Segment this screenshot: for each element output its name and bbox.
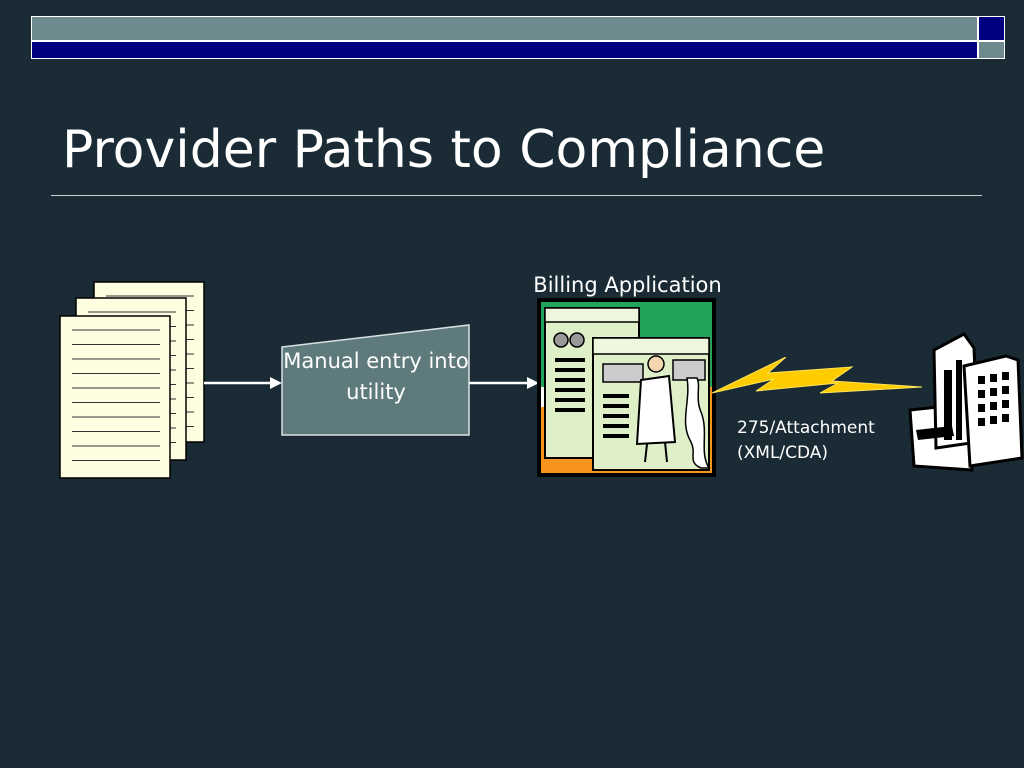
document-stack-icon [59, 281, 205, 479]
attachment-line-1: 275/Attachment [737, 418, 875, 438]
lightning-bolt-icon [712, 357, 922, 394]
header-decoration-bar [31, 16, 1005, 59]
manual-entry-label: Manual entry into utility [283, 349, 469, 404]
arrow-right-icon [204, 377, 282, 389]
buildings-icon [908, 332, 1024, 472]
billing-application-image [537, 298, 716, 477]
billing-application-icon [541, 302, 712, 473]
billing-application-label: Billing Application [533, 273, 722, 297]
manual-entry-box [281, 324, 470, 436]
attachment-label: 275/Attachment (XML/CDA) [737, 416, 875, 466]
attachment-line-2: (XML/CDA) [737, 443, 829, 463]
arrow-right-icon [469, 377, 539, 389]
slide-title: Provider Paths to Compliance [62, 120, 826, 180]
title-divider [51, 195, 982, 196]
